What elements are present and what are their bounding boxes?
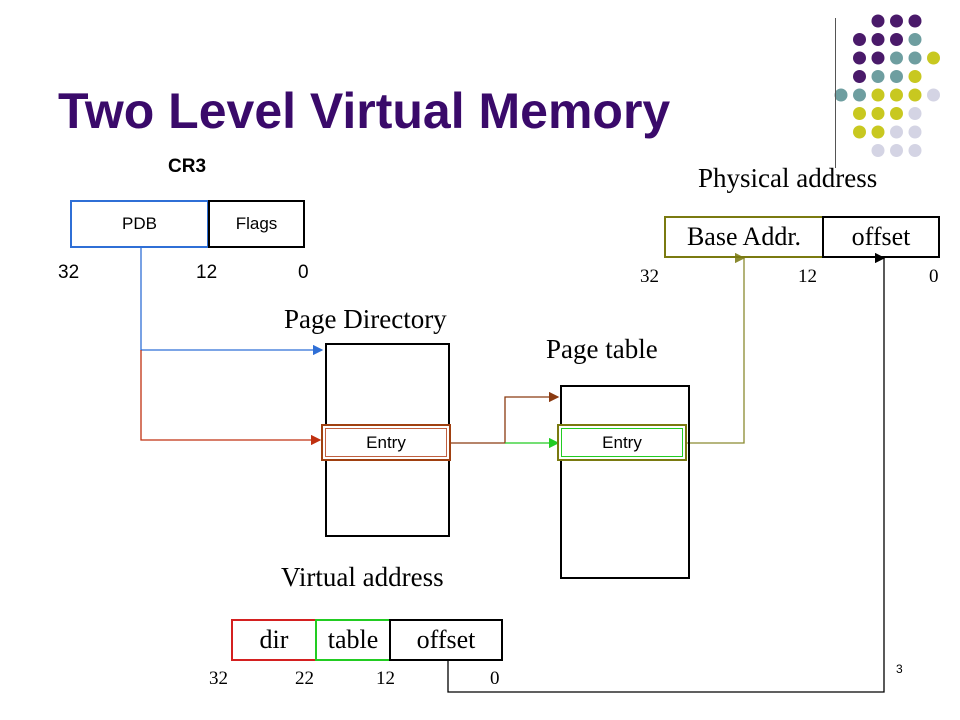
decorative-dot xyxy=(890,107,903,120)
virtual-address-label: Virtual address xyxy=(281,562,444,592)
decorative-dot xyxy=(871,51,885,65)
virtual-table-field: table xyxy=(315,619,391,661)
title-divider-line xyxy=(835,18,836,168)
virtual-dir-field: dir xyxy=(231,619,317,661)
decorative-dot xyxy=(853,51,866,65)
cr3-pdb-field: PDB xyxy=(70,200,209,248)
page-table-table xyxy=(560,385,690,579)
virtual-bit-22: 22 xyxy=(295,668,314,689)
slide-number: 3 xyxy=(896,662,903,676)
page-table-label: Page table xyxy=(546,334,658,364)
decorative-dot xyxy=(908,107,922,120)
decorative-dot xyxy=(908,88,922,102)
offset-to-offset-arrow xyxy=(447,252,886,693)
physical-offset-field: offset xyxy=(822,216,940,258)
decorative-dot xyxy=(890,88,903,102)
decorative-dot xyxy=(871,125,885,139)
decorative-dot xyxy=(871,107,885,120)
decorative-dot xyxy=(908,33,922,46)
decorative-dot xyxy=(908,70,922,83)
decorative-dot xyxy=(871,14,885,28)
cr3-bit-12: 12 xyxy=(196,262,218,283)
decorative-dot xyxy=(853,70,866,83)
decorative-dot xyxy=(908,144,922,157)
decorative-dot xyxy=(908,14,922,28)
decorative-dot xyxy=(853,88,866,102)
decorative-dot xyxy=(890,70,903,83)
entry-to-base-arrow xyxy=(685,252,746,444)
decorative-dot xyxy=(853,107,866,120)
decorative-dot xyxy=(908,51,922,65)
page-directory-label: Page Directory xyxy=(284,304,447,334)
slide-title: Two Level Virtual Memory xyxy=(58,83,671,139)
decorative-dot xyxy=(871,33,885,46)
physical-base-field: Base Addr. xyxy=(664,216,824,258)
cr3-bit-0: 0 xyxy=(298,262,309,283)
decorative-dot xyxy=(890,14,903,28)
decorative-dot xyxy=(853,125,866,139)
decorative-dot xyxy=(927,51,940,65)
cr3-label: CR3 xyxy=(168,156,207,177)
virtual-bit-0: 0 xyxy=(490,668,500,689)
decorative-dot xyxy=(908,125,922,139)
page-directory-entry: Entry xyxy=(321,424,451,461)
decorative-dot xyxy=(871,88,885,102)
physical-address-label: Physical address xyxy=(698,163,878,193)
physical-bit-32: 32 xyxy=(640,266,659,287)
physical-bit-0: 0 xyxy=(929,266,939,287)
cr3-flags-field: Flags xyxy=(208,200,305,248)
decorative-dot xyxy=(890,33,903,46)
dir-to-entry-arrow xyxy=(140,350,322,446)
decorative-dot xyxy=(890,144,903,157)
decorative-dot xyxy=(871,70,885,83)
decorative-dot xyxy=(890,125,903,139)
decorative-dot xyxy=(871,144,885,157)
physical-bit-12: 12 xyxy=(798,266,817,287)
virtual-offset-field: offset xyxy=(389,619,503,661)
decorative-dot xyxy=(853,33,866,46)
virtual-bit-12: 12 xyxy=(376,668,395,689)
directory-entry-to-table-arrow xyxy=(448,391,560,444)
decorative-dot xyxy=(890,51,903,65)
virtual-bit-32: 32 xyxy=(209,668,228,689)
decorative-dot xyxy=(834,88,848,102)
decorative-dot xyxy=(927,88,940,102)
page-table-entry: Entry xyxy=(557,424,687,461)
cr3-bit-32: 32 xyxy=(58,262,80,283)
